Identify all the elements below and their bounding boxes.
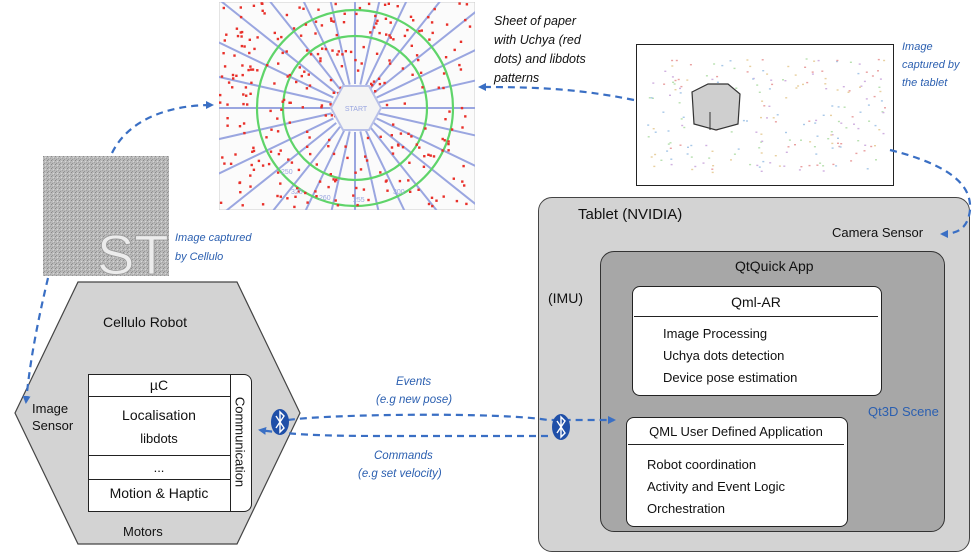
cellulo-captured-image: ST <box>43 156 169 276</box>
tablet-captured-image <box>636 44 894 186</box>
qtquick-app-title: QtQuick App <box>735 258 814 274</box>
qml-item-activity-logic: Activity and Event Logic <box>647 479 786 494</box>
uc-divider-3 <box>88 479 230 480</box>
events-label: Events <box>396 376 432 388</box>
tablet-image-caption-2: captured by <box>902 59 960 71</box>
events-sub-label: (e.g new pose) <box>376 394 453 406</box>
communication-label: Communication <box>232 396 248 488</box>
cellulo-patch-text: ST <box>97 223 169 276</box>
sheet-number-label: 250 <box>281 169 293 176</box>
motion-haptic-label: Motion & Haptic <box>109 485 209 501</box>
libdots-label: libdots <box>140 431 178 446</box>
qml-item-robot-coordination: Robot coordination <box>647 457 757 472</box>
qml-user-app-divider <box>628 444 844 445</box>
uc-divider-1 <box>88 396 230 397</box>
qmlar-divider <box>634 316 878 317</box>
localisation-label: Localisation <box>122 407 196 423</box>
cellulo-image-caption-2: by Cellulo <box>175 251 224 263</box>
image-sensor-label-1: Image <box>32 401 69 416</box>
sheet-number-label: 255 <box>353 197 365 204</box>
qmlar-box <box>632 286 882 396</box>
qml-user-app-box <box>626 417 848 527</box>
motors-label: Motors <box>123 524 163 539</box>
qmlar-title: Qml-AR <box>731 294 781 310</box>
qmlar-item-uchya-detection: Uchya dots detection <box>663 348 785 363</box>
image-sensor-label-2: Sensor <box>32 418 74 433</box>
commands-sub-label: (e.g set velocity) <box>358 468 442 480</box>
communication-box <box>230 374 252 512</box>
robot-title: Cellulo Robot <box>103 314 188 330</box>
qmlar-item-image-processing: Image Processing <box>663 326 768 341</box>
qml-item-orchestration: Orchestration <box>647 501 726 516</box>
cellulo-image-caption-1: Image captured <box>175 232 252 244</box>
sheet-image: START 250 325 260 255 300 <box>219 2 475 210</box>
sheet-caption-4: patterns <box>494 71 540 85</box>
uc-divider-2 <box>88 455 230 456</box>
qt3d-scene-label: Qt3D Scene <box>868 404 939 419</box>
sheet-caption-1: Sheet of paper <box>494 14 577 28</box>
tablet-image-caption-1: Image <box>902 41 933 53</box>
tablet-image-caption-3: the tablet <box>902 77 948 89</box>
imu-label: (IMU) <box>548 290 583 306</box>
uc-label: µC <box>149 377 169 393</box>
sheet-caption-3: dots) and libdots <box>494 52 586 66</box>
sheet-start-label: START <box>345 106 368 113</box>
qml-user-app-title: QML User Defined Application <box>649 424 823 439</box>
tablet-title: Tablet (NVIDIA) <box>578 206 683 223</box>
ellipsis-label: ... <box>153 460 165 475</box>
commands-label: Commands <box>374 450 433 462</box>
sheet-number-label: 260 <box>319 195 331 202</box>
sheet-number-label: 300 <box>393 189 405 196</box>
sheet-caption-2: with Uchya (red <box>494 33 581 47</box>
qmlar-item-pose-estimation: Device pose estimation <box>663 370 798 385</box>
sheet-number-label: 325 <box>291 189 303 196</box>
